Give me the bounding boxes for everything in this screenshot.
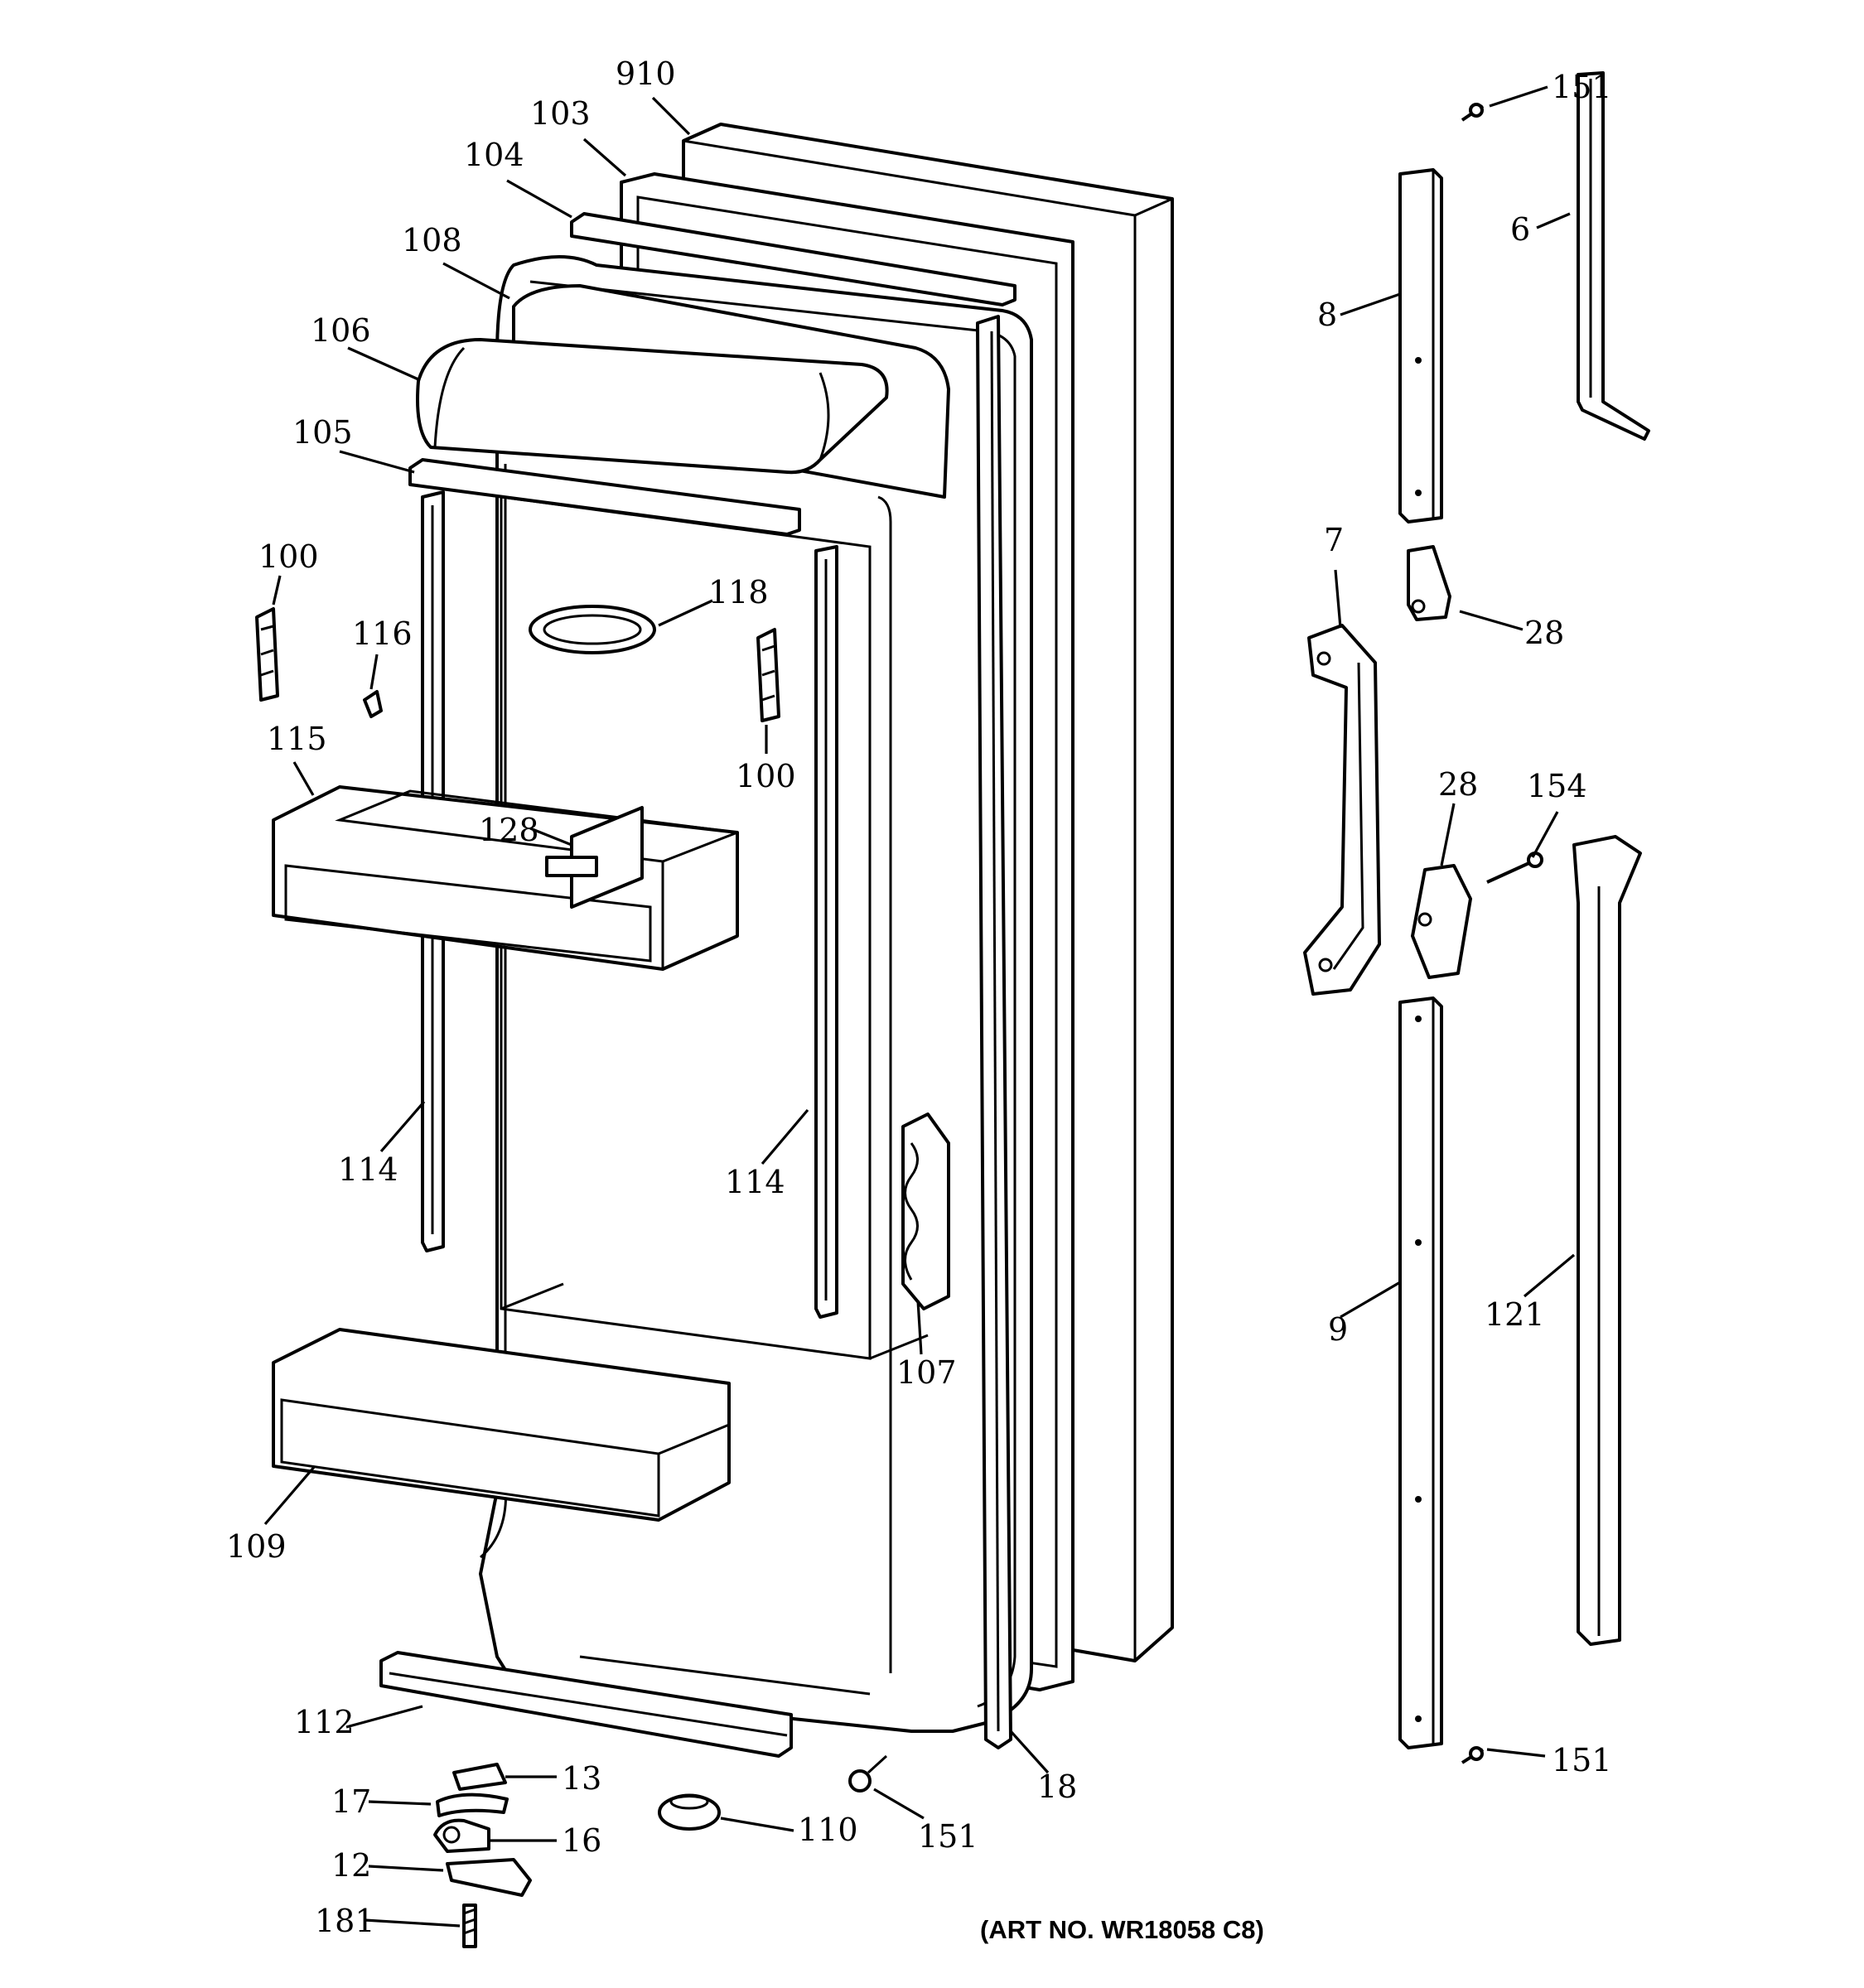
screw-181: [462, 1904, 477, 1948]
callout-151-top: 151: [1552, 69, 1612, 105]
callout-114-left: 114: [338, 1151, 398, 1188]
hinge-plate-13: [452, 1763, 507, 1791]
screw-151-bottom: [848, 1754, 888, 1793]
callout-17: 17: [331, 1783, 371, 1820]
clip-left-100: [255, 607, 279, 702]
shelf-rail-right-114: [814, 545, 838, 1319]
callout-105: 105: [292, 414, 353, 451]
callout-151-bottom: 151: [918, 1818, 978, 1855]
callout-151-right-bottom: 151: [1552, 1742, 1612, 1778]
door-trim-strip-18: [976, 315, 1012, 1749]
bracket-28-upper: [1407, 545, 1451, 621]
mount-bar-9: [1398, 996, 1443, 1749]
screw-151-right-bottom: [1461, 1746, 1485, 1764]
callout-labels: 910 103 104 108 106 105 100 116 118 100 …: [226, 55, 1612, 1939]
callout-28-upper: 28: [1524, 615, 1564, 651]
callout-104: 104: [464, 137, 524, 173]
handle-trim-121: [1572, 835, 1642, 1646]
dairy-shelf-105: [408, 458, 801, 536]
egg-tray-118: [529, 605, 656, 654]
callout-12: 12: [331, 1847, 371, 1884]
lower-door-bin-109: [272, 1328, 731, 1522]
callout-116: 116: [352, 615, 413, 652]
callout-110: 110: [798, 1812, 858, 1848]
bin-divider-128: [545, 806, 644, 909]
callout-128: 128: [479, 812, 539, 848]
callout-28-lower: 28: [1438, 766, 1478, 803]
callout-16: 16: [562, 1822, 601, 1859]
callout-100-left: 100: [258, 538, 319, 575]
callout-13: 13: [562, 1760, 601, 1797]
callout-108: 108: [402, 222, 462, 258]
callout-181: 181: [315, 1903, 375, 1939]
door-channel-107: [901, 1112, 950, 1310]
leader-lines: [263, 85, 1576, 1928]
callout-9: 9: [1328, 1311, 1348, 1348]
screw-151-top: [1461, 103, 1485, 122]
callout-100-right: 100: [736, 758, 796, 794]
bottom-trim-112: [379, 1651, 793, 1758]
hinge-12: [446, 1858, 532, 1897]
handle-trim-6: [1577, 71, 1650, 441]
callout-18: 18: [1037, 1768, 1077, 1805]
callout-103: 103: [530, 95, 591, 132]
callout-8: 8: [1317, 297, 1337, 333]
callout-114-right: 114: [725, 1164, 785, 1200]
hinge-cam-16: [433, 1818, 490, 1853]
callout-121: 121: [1485, 1296, 1545, 1333]
callout-118: 118: [708, 574, 769, 610]
hinge-spring-17: [436, 1793, 509, 1817]
clip-116: [363, 690, 383, 718]
liner-inner-panel: [500, 495, 929, 1360]
callout-112: 112: [294, 1704, 355, 1740]
bracket-28-lower: [1411, 864, 1472, 979]
callout-109: 109: [226, 1528, 287, 1565]
callout-154: 154: [1527, 768, 1587, 804]
callout-6: 6: [1510, 211, 1530, 248]
art-number: (ART NO. WR18058 C8): [980, 1915, 1264, 1944]
callout-910: 910: [616, 55, 676, 92]
callout-7: 7: [1324, 522, 1344, 558]
clip-right-100: [756, 628, 780, 722]
callout-106: 106: [311, 312, 371, 349]
cap-110: [658, 1793, 721, 1831]
dairy-cover-106: [416, 338, 889, 475]
callout-107: 107: [896, 1354, 957, 1391]
mount-bar-8: [1398, 168, 1443, 524]
handle-7: [1303, 624, 1381, 996]
top-trim-104: [570, 212, 1017, 306]
callout-115: 115: [267, 721, 327, 757]
